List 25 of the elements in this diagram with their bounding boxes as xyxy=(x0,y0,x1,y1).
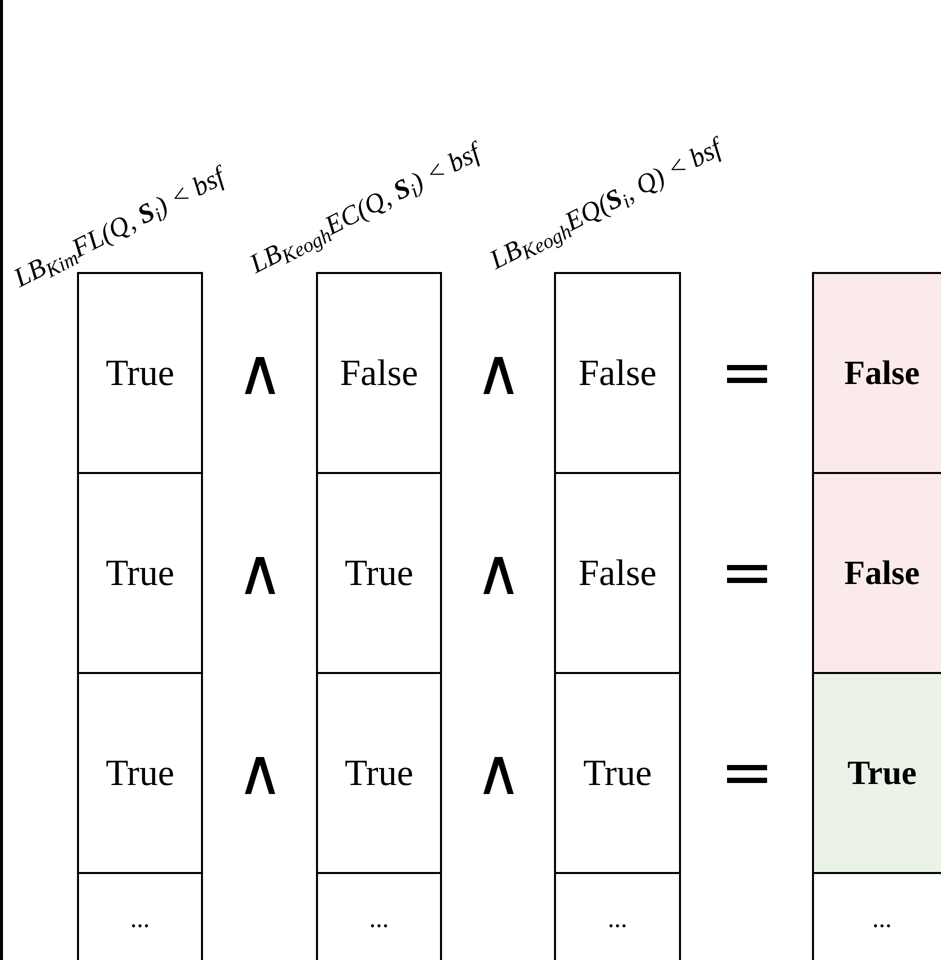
operator-symbol: = xyxy=(720,340,774,404)
value-cell: ... xyxy=(77,872,203,960)
operator-symbol: ∧ xyxy=(475,740,522,804)
operator-symbol: = xyxy=(720,740,774,804)
result-cell: False xyxy=(812,272,941,475)
result-cell: True xyxy=(812,672,941,875)
operator-symbol: ∧ xyxy=(475,340,522,404)
result-cell: False xyxy=(812,472,941,675)
value-cell: ... xyxy=(554,872,681,960)
value-cell: True xyxy=(77,472,203,675)
operator-symbol: ∧ xyxy=(236,740,284,804)
value-cell: True xyxy=(316,672,442,875)
value-cell: True xyxy=(77,272,203,475)
operator-symbol: ∧ xyxy=(236,340,284,404)
operator-symbol: ∧ xyxy=(475,540,522,604)
value-cell: False xyxy=(316,272,442,475)
value-cell: True xyxy=(316,472,442,675)
result-cell: ... xyxy=(812,872,941,960)
value-cell: ... xyxy=(316,872,442,960)
operator-symbol: ∧ xyxy=(236,540,284,604)
value-cell: True xyxy=(554,672,681,875)
value-cell: False xyxy=(554,272,681,475)
value-cell: True xyxy=(77,672,203,875)
value-cell: False xyxy=(554,472,681,675)
operator-symbol: = xyxy=(720,540,774,604)
